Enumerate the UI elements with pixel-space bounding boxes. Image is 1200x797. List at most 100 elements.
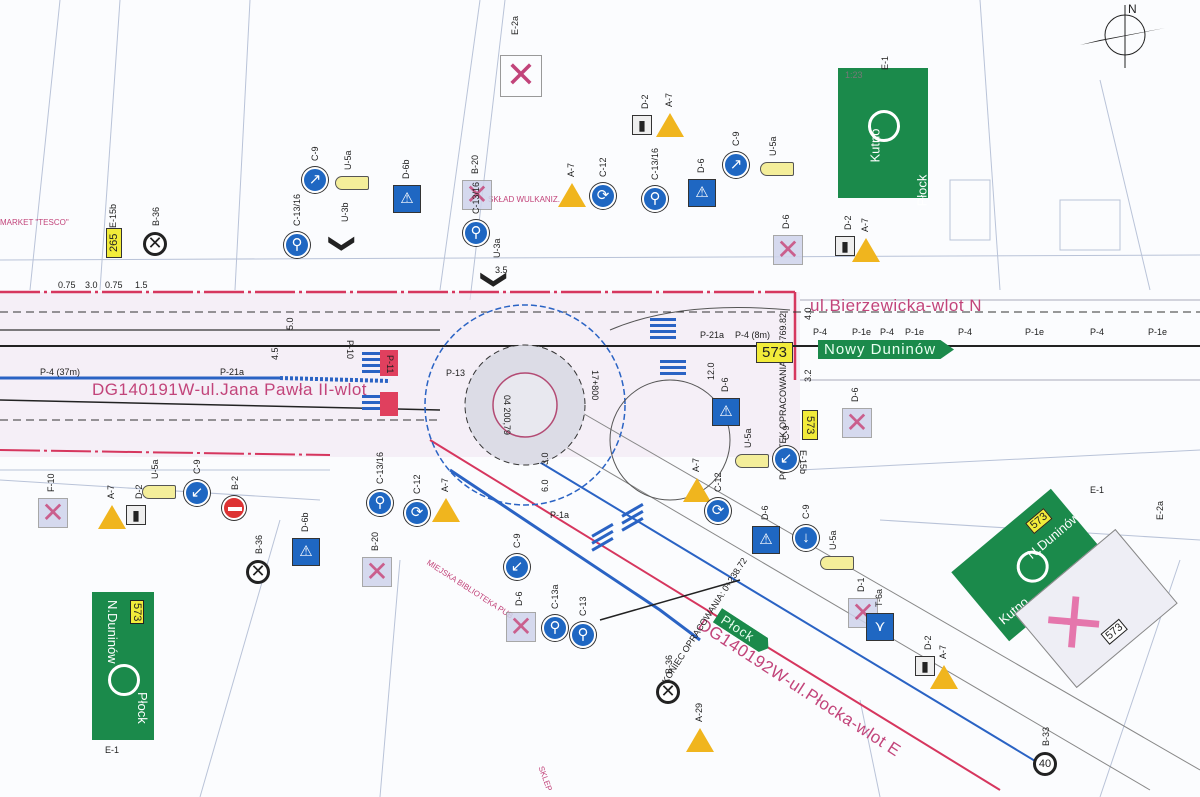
sign-code: B-36 bbox=[151, 206, 161, 226]
priority-plate-icon: ⋎ bbox=[866, 613, 894, 641]
sign-b-36: ✕B-36 bbox=[656, 655, 680, 704]
direction-sign-e1-top: Kutno Płock bbox=[838, 68, 929, 206]
sign-code: D-2 bbox=[134, 484, 144, 499]
sign-code: D-1 bbox=[856, 577, 866, 592]
sign-code: B-33 bbox=[1041, 726, 1051, 746]
sign-c-9: ↗ C-9 bbox=[302, 146, 328, 193]
crossed-out-e2a-top: ✕ bbox=[500, 55, 542, 97]
marking-p10: P-10 bbox=[345, 340, 355, 360]
road-label-north: ul.Bierzewicka-wlot N bbox=[810, 296, 983, 315]
sign-code: B-20 bbox=[370, 531, 380, 551]
sign-code: C-13/16 bbox=[292, 193, 302, 226]
sign-u-5a: U-5a bbox=[142, 459, 176, 499]
sign-code: D-6 bbox=[781, 214, 791, 229]
sign-code: D-6 bbox=[696, 158, 706, 173]
post-icon bbox=[735, 454, 769, 468]
dimension: 12.0 bbox=[706, 362, 716, 380]
marking-p4-8m: P-4 (8m) bbox=[735, 330, 771, 340]
crossed-out-sign-icon: ✕ bbox=[506, 612, 536, 642]
crossed-out-sign-icon: ✕ bbox=[362, 557, 392, 587]
sign-d-2: ▮ D-2 bbox=[126, 484, 146, 525]
sign-code: C-13a bbox=[550, 584, 560, 609]
sign-code: C-13/16 bbox=[471, 181, 481, 214]
sign-code: C-12 bbox=[412, 474, 422, 494]
route-573-sign-e15b: 573 bbox=[802, 410, 818, 441]
sign-code: U-5a bbox=[743, 428, 753, 448]
sign-code: A-7 bbox=[440, 477, 450, 492]
arrow-down-left-icon: ↙ bbox=[504, 554, 530, 580]
sign-a-7: A-7 bbox=[683, 458, 711, 502]
no-stopping-icon: ✕ bbox=[143, 232, 167, 256]
sign-code: U-5a bbox=[828, 530, 838, 550]
sign-code: C-13/16 bbox=[650, 147, 660, 180]
arrow-down-left-icon: ↙ bbox=[773, 446, 799, 472]
sign-a-29: A-29 bbox=[686, 703, 714, 752]
priority-road-icon: ▮ bbox=[632, 115, 652, 135]
sign-c-9: ↙C-9 bbox=[184, 459, 210, 506]
sign-c-13-16: ⚲ C-13/16 bbox=[463, 182, 489, 246]
direction-arrow-nowy-duninow: Nowy Duninów bbox=[818, 340, 955, 359]
end-footpath-icon: ⚲ bbox=[542, 615, 568, 641]
arrow-down-icon: ↓ bbox=[793, 525, 819, 551]
sign-code: C-9 bbox=[310, 146, 320, 161]
speed-limit-icon: 40 bbox=[1033, 752, 1057, 776]
road-label-west: DG140191W-ul.Jana Pawła II-wlot bbox=[92, 380, 368, 399]
pedestrian-crossing-icon: ⚠ bbox=[752, 526, 780, 554]
roundabout-icon: ⟳ bbox=[590, 183, 616, 209]
sign-code: E-2a bbox=[510, 15, 520, 35]
marking-p1e: P-1e bbox=[1025, 327, 1045, 337]
sign-code: U-3b bbox=[340, 202, 350, 222]
crossed-out-sign-icon: ✕ bbox=[462, 180, 492, 210]
sign-code: B-2 bbox=[230, 475, 240, 490]
arrow-up-right-icon: ↗ bbox=[302, 167, 328, 193]
sign-code: A-7 bbox=[106, 484, 116, 499]
sign-a-7: A-7 bbox=[656, 93, 684, 137]
sign-d-2: ▮ D-2 bbox=[632, 94, 652, 135]
sign-u-5a: U-5a bbox=[820, 530, 854, 570]
sign-code: A-7 bbox=[691, 457, 701, 472]
sign-code: B-36 bbox=[254, 534, 264, 554]
sign-c-12: ⟳ C-12 bbox=[590, 157, 616, 209]
sign-code: D-2 bbox=[640, 94, 650, 109]
sign-c-12: ⟳ C-12 bbox=[705, 472, 731, 524]
footpath-cycle-icon: ⚲ bbox=[463, 220, 489, 246]
marking-p13: P-13 bbox=[446, 368, 466, 378]
no-entry-icon bbox=[222, 496, 246, 520]
sign-code: D-2 bbox=[923, 635, 933, 650]
sign-code: C-9 bbox=[512, 533, 522, 548]
footpath-icon: ⚲ bbox=[570, 622, 596, 648]
post-icon bbox=[142, 485, 176, 499]
sign-code: C-12 bbox=[598, 157, 608, 177]
marking-p4: P-4 bbox=[958, 327, 973, 337]
sign-code: A-7 bbox=[566, 162, 576, 177]
sign-a-7: A-7 bbox=[432, 478, 460, 522]
priority-road-icon: ▮ bbox=[126, 505, 146, 525]
sign-code: B-36 bbox=[664, 654, 674, 674]
chevron-icon: ❯ bbox=[328, 232, 359, 255]
sign-code: C-12 bbox=[713, 472, 723, 492]
roundabout-icon: ⟳ bbox=[705, 498, 731, 524]
sign-a-7: A-7 bbox=[558, 163, 586, 207]
sign-code: C-13 bbox=[578, 596, 588, 616]
yield-triangle-icon bbox=[930, 665, 958, 689]
dimension: 3.2 bbox=[803, 369, 813, 382]
yield-triangle-icon bbox=[656, 113, 684, 137]
sign-code: D-2 bbox=[843, 215, 853, 230]
marking-p1a: P-1a bbox=[550, 510, 570, 520]
chainage-km: 17+800 bbox=[590, 370, 600, 401]
sign-c-13-16: ⚲C-13/16 bbox=[367, 452, 393, 516]
marking-p11: P-11 bbox=[385, 355, 395, 374]
sign-code: A-7 bbox=[664, 92, 674, 107]
sign-u-5a: U-5a bbox=[735, 428, 769, 468]
sign-code: A-7 bbox=[860, 217, 870, 232]
sign-b-20: ✕ B-20 bbox=[362, 532, 392, 587]
marking-p1e: P-1e bbox=[905, 327, 925, 337]
sign-u-5a: U-5a bbox=[760, 136, 794, 176]
yield-triangle-icon bbox=[683, 478, 711, 502]
sign-u-3a: ❯U-3a bbox=[480, 238, 510, 295]
sign-c-13-16: ⚲C-13/16 bbox=[284, 194, 310, 258]
sign-note: 1:23 bbox=[845, 70, 863, 80]
sign-t-6a: ⋎T-6a bbox=[866, 589, 894, 641]
sign-f-10: ✕F-10 bbox=[38, 473, 68, 528]
footpath-cycle-icon: ⚲ bbox=[367, 490, 393, 516]
